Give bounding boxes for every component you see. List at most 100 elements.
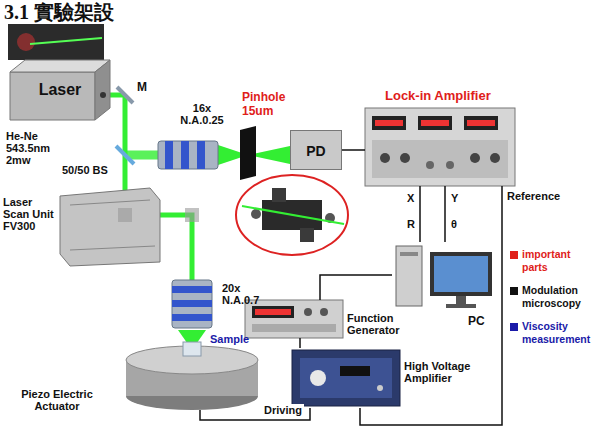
part-label: Sample bbox=[210, 333, 249, 345]
node-label: 20x N.A.0.7 bbox=[222, 282, 270, 306]
laser-scan-unit bbox=[60, 188, 199, 266]
function-generator-device bbox=[304, 308, 312, 316]
legend-swatch bbox=[510, 251, 518, 259]
pc-computer bbox=[446, 304, 476, 308]
signal-wire bbox=[444, 186, 446, 242]
signal-wire bbox=[320, 275, 392, 300]
part-label: Y bbox=[451, 192, 458, 204]
legend-swatch bbox=[510, 287, 518, 295]
objective-20x bbox=[172, 280, 212, 328]
function-generator-device bbox=[245, 300, 343, 338]
objective-20x bbox=[172, 314, 212, 321]
green-laser-beam bbox=[123, 95, 128, 190]
high-voltage-amplifier-device bbox=[310, 370, 326, 386]
pinhole: Pinhole 15um bbox=[238, 128, 258, 178]
laser-scan-unit bbox=[185, 208, 199, 222]
laser-photo-inset bbox=[30, 38, 102, 44]
node-label: PC bbox=[468, 314, 485, 328]
lock-in-amplifier-device bbox=[365, 108, 515, 186]
objective-16x bbox=[158, 141, 218, 169]
high-voltage-amplifier-device bbox=[292, 350, 400, 406]
pc-computer bbox=[396, 246, 492, 308]
beam-splitter bbox=[116, 146, 134, 164]
wire-label: Driving bbox=[262, 404, 304, 416]
laser-scan-unit: Laser Scan Unit FV300 bbox=[60, 188, 160, 266]
lock-in-amplifier-device bbox=[372, 116, 406, 130]
photodetector-box: PD bbox=[290, 130, 342, 170]
pinhole-stage-zoom bbox=[236, 175, 348, 255]
part-label: θ bbox=[451, 218, 457, 230]
pinhole-stage-zoom bbox=[251, 209, 261, 219]
pc: PC bbox=[392, 242, 496, 312]
node-label: Lock-in Amplifier bbox=[385, 88, 491, 103]
lock-in-amplifier-device bbox=[372, 140, 508, 178]
pinhole-plate bbox=[240, 126, 256, 180]
high-voltage-amplifier: High Voltage Amplifier bbox=[292, 348, 400, 408]
pinhole-stage-zoom bbox=[236, 175, 348, 255]
lock-in-amplifier-device bbox=[446, 161, 454, 169]
signal-wire bbox=[419, 186, 421, 242]
lock-in-amplifier-device bbox=[421, 120, 449, 126]
part-label: R bbox=[407, 218, 415, 230]
laser-photo-inset bbox=[8, 24, 104, 60]
pc-computer bbox=[456, 296, 466, 304]
laser-housing bbox=[10, 60, 110, 120]
node-label: Piezo Electric Actuator bbox=[5, 388, 109, 412]
laser-housing bbox=[95, 60, 110, 120]
high-voltage-amplifier-device bbox=[300, 358, 392, 398]
node-label: High Voltage Amplifier bbox=[404, 360, 490, 384]
laser-scan-unit bbox=[70, 200, 150, 205]
beam-splitter bbox=[116, 146, 134, 164]
lock-in-amplifier-device bbox=[490, 153, 500, 163]
objective-16x: 16x N.A.0.25 bbox=[158, 138, 218, 172]
pinhole-stage-zoom bbox=[272, 188, 286, 202]
part-label: 50/50 BS bbox=[62, 164, 108, 176]
piezo-actuator: Piezo Electric Actuator bbox=[125, 346, 260, 410]
laser-photo-inset bbox=[17, 33, 35, 51]
laser-box: Laser bbox=[10, 60, 110, 120]
high-voltage-amplifier-device bbox=[340, 366, 370, 376]
node-label: Laser Scan Unit FV300 bbox=[3, 196, 59, 232]
laser-housing bbox=[10, 60, 110, 72]
function-generator-device bbox=[255, 309, 291, 315]
legend-text: Modulation microscopy bbox=[522, 284, 596, 310]
function-generator-device bbox=[320, 308, 328, 316]
objective-20x: 20x N.A.0.7 bbox=[168, 278, 216, 330]
pc-computer bbox=[434, 256, 488, 292]
objective-20x bbox=[172, 286, 212, 293]
laser-housing bbox=[100, 92, 106, 98]
objective-16x bbox=[165, 141, 173, 169]
part-label: Reference bbox=[507, 190, 560, 202]
lock-in-amplifier-device bbox=[365, 108, 515, 186]
high-voltage-amplifier-device bbox=[377, 385, 383, 391]
diagram-title: 3.1 實驗架設 bbox=[4, 0, 114, 24]
piezo-actuator bbox=[183, 342, 201, 356]
lock-in-amplifier: Lock-in Amplifier bbox=[365, 108, 515, 186]
part-label: M bbox=[137, 80, 147, 94]
part-label: He-Ne 543.5nm 2mw bbox=[6, 130, 58, 166]
signal-wire bbox=[360, 186, 502, 425]
laser-scan-unit bbox=[70, 246, 155, 250]
lock-in-amplifier-device bbox=[380, 153, 390, 163]
legend-text: Viscosity measurement bbox=[522, 320, 596, 346]
function-generator-device bbox=[252, 324, 336, 332]
objective-16x bbox=[197, 141, 205, 169]
pinhole-stage-zoom bbox=[300, 228, 314, 242]
node-label: 16x N.A.0.25 bbox=[174, 102, 230, 126]
function-generator-device bbox=[245, 300, 343, 338]
function-generator: Function Generator bbox=[245, 300, 343, 338]
function-generator-device bbox=[252, 306, 294, 318]
node-label: Pinhole 15um bbox=[242, 90, 294, 118]
laser-photo-inset bbox=[8, 24, 104, 60]
pc-computer bbox=[400, 252, 418, 256]
node-label: PD bbox=[291, 143, 341, 159]
laser-scan-unit bbox=[118, 208, 132, 222]
objective-16x bbox=[158, 141, 218, 169]
node-label: Laser bbox=[10, 81, 110, 99]
signal-wire bbox=[342, 149, 365, 151]
mirror bbox=[117, 87, 133, 103]
high-voltage-amplifier-device bbox=[292, 350, 400, 406]
lock-in-amplifier-device bbox=[418, 116, 452, 130]
